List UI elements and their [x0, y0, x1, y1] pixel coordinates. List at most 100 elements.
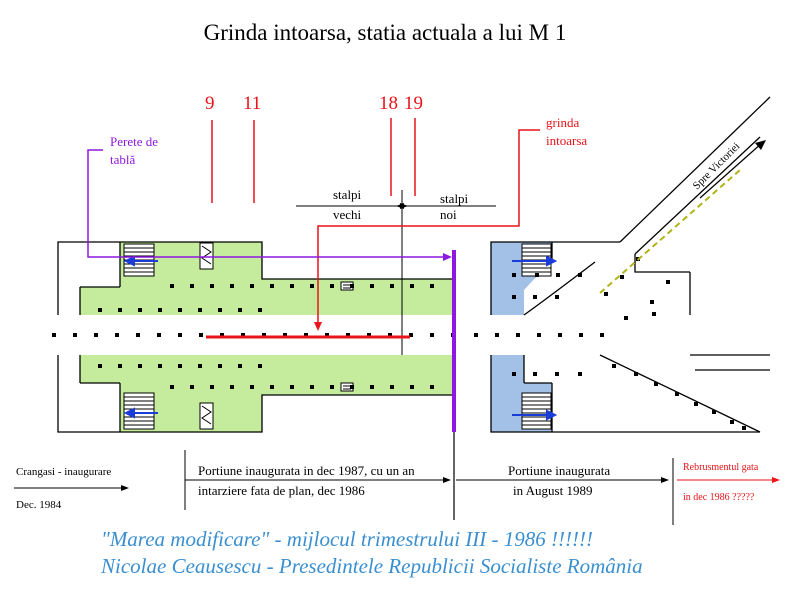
pillar-dot: [198, 364, 202, 368]
pillar-dot: [367, 333, 371, 337]
pillar-dot: [430, 385, 434, 389]
pillar-dot: [238, 364, 242, 368]
pillar-dot: [330, 385, 334, 389]
pillar-dot: [370, 385, 374, 389]
pillar-dot: [138, 364, 142, 368]
crangasi-label-1: Crangasi - inaugurare: [16, 466, 111, 478]
escalator-upper: [199, 242, 214, 270]
pillar-dot: [694, 402, 698, 406]
pillar-dot: [634, 372, 638, 376]
grinda-label-1: grinda: [546, 115, 579, 130]
perete-connector-arrowhead: [443, 253, 452, 261]
pillar-dot: [558, 333, 562, 337]
pillar-dot: [578, 372, 582, 376]
pillar-dot: [115, 333, 119, 337]
spre-victoriei-arrow: [699, 142, 763, 199]
pillar-dot: [220, 333, 224, 337]
pillar-dot: [310, 284, 314, 288]
pillar-dot: [230, 284, 234, 288]
rebrusment-arrowhead: [772, 477, 780, 483]
staircase-lower-right: [521, 392, 552, 430]
marker-9: 9: [205, 93, 215, 114]
pillar-dot: [283, 333, 287, 337]
pillar-dot: [742, 426, 746, 430]
upper-platform: [80, 242, 454, 315]
marker-lines: [211, 118, 416, 203]
pillar-dot: [230, 385, 234, 389]
crangasi-label-2: Dec. 1984: [16, 499, 62, 511]
pillar-dot: [190, 385, 194, 389]
pillar-dot: [304, 333, 308, 337]
diagram-title: Grinda intoarsa, statia actuala a lui M …: [204, 20, 567, 45]
pillar-dot: [390, 385, 394, 389]
pillar-dot: [410, 284, 414, 288]
pillar-dot: [666, 280, 670, 284]
marker-11: 11: [243, 93, 261, 114]
pillar-dot: [555, 295, 559, 299]
pillar-dot: [556, 273, 560, 277]
pillar-dot: [346, 333, 350, 337]
pillar-dot: [118, 364, 122, 368]
pillar-dot: [262, 333, 266, 337]
pillar-dot: [652, 312, 656, 316]
pillar-dot: [157, 333, 161, 337]
pillar-dot: [330, 284, 334, 288]
pillar-dot: [178, 308, 182, 312]
pillar-dot: [409, 333, 413, 337]
pillar-dot: [258, 364, 262, 368]
stalpi-vechi-label-2: vechi: [333, 207, 362, 222]
pillar-dot: [390, 284, 394, 288]
pillar-dot: [495, 333, 499, 337]
pillar-dot: [650, 300, 654, 304]
pillar-dot: [158, 308, 162, 312]
rebrusment-label-2: in dec 1986 ?????: [683, 492, 755, 503]
spre-victoriei-arrowhead: [755, 140, 766, 150]
marker-19: 19: [404, 93, 423, 114]
pillar-dot: [310, 385, 314, 389]
pillar-dot: [158, 364, 162, 368]
pillar-dot: [624, 316, 628, 320]
pillar-dot: [600, 333, 604, 337]
pillar-dots: [52, 257, 746, 430]
pillar-dot: [178, 333, 182, 337]
pillar-dot: [178, 364, 182, 368]
pillar-dot: [190, 284, 194, 288]
marker-18: 18: [379, 93, 398, 114]
pillar-dot: [98, 364, 102, 368]
crangasi-arrowhead: [121, 485, 129, 491]
pillar-dot: [537, 333, 541, 337]
pillar-dot: [533, 372, 537, 376]
pillar-dot: [270, 284, 274, 288]
lower-platform: [80, 355, 454, 432]
pillar-dot: [388, 333, 392, 337]
pillar-dot: [198, 308, 202, 312]
spre-victoriei-dashed-line: [599, 169, 741, 294]
perete-label-2: tablă: [110, 152, 135, 167]
pillar-dot: [512, 372, 516, 376]
grinda-label-2: intoarsa: [546, 133, 587, 148]
pillar-dot: [350, 284, 354, 288]
portion-1987-label-1: Portiune inaugurata in dec 1987, cu un a…: [198, 463, 415, 478]
pillar-dot: [533, 295, 537, 299]
pillar-dot: [512, 295, 516, 299]
pillar-dot: [270, 385, 274, 389]
pillar-dot: [712, 410, 716, 414]
grinda-connector-line: [317, 129, 540, 326]
pillar-dot: [675, 392, 679, 396]
portion-1989-arrowhead: [661, 477, 669, 483]
pillar-dot: [241, 333, 245, 337]
pillar-dot: [350, 385, 354, 389]
pillar-dot: [170, 385, 174, 389]
escalator-lower: [199, 402, 214, 430]
pillar-dot: [290, 284, 294, 288]
pillar-dot: [218, 308, 222, 312]
grinda-connector-arrowhead: [314, 322, 322, 331]
pillar-dot: [98, 308, 102, 312]
pillar-dot: [578, 273, 582, 277]
station-outline: [57, 96, 771, 433]
pillar-dot: [620, 275, 624, 279]
pillar-dot: [52, 333, 56, 337]
pillar-dot: [136, 333, 140, 337]
direction-arrows: [123, 255, 558, 421]
rebrusment-label-1: Rebrusmentul gata: [683, 462, 759, 473]
